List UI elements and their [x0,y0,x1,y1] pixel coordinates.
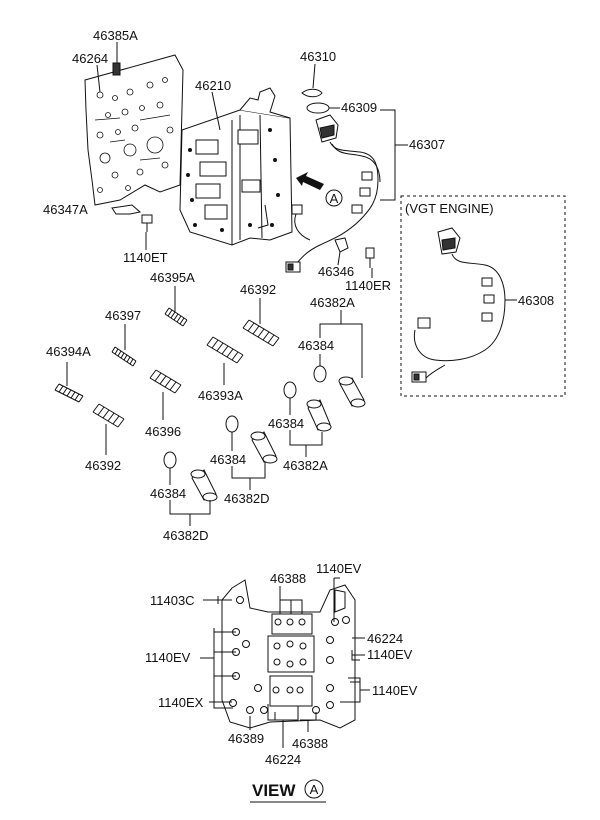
label-46388-top: 46388 [270,571,306,586]
separator-plate-46264 [84,54,184,206]
label-46307: 46307 [409,137,445,152]
view-a-arrow: A [296,172,343,207]
spring-46396 [149,369,182,420]
label-46396: 46396 [145,424,181,439]
label-46392-bottom: 46392 [85,458,121,473]
label-vgt-engine: (VGT ENGINE) [405,201,494,216]
label-46224-bottom: 46224 [265,752,301,767]
label-46384-a: 46384 [298,338,334,353]
label-46384-d: 46384 [150,486,186,501]
label-46347A: 46347A [43,202,88,217]
label-46389: 46389 [228,731,264,746]
label-1140EV-right: 1140EV [367,647,413,662]
sleeve-46382D-bot [190,469,218,502]
label-46395A: 46395A [150,270,195,285]
label-46388-bottom: 46388 [292,736,328,751]
view-a-caption: VIEW A [250,779,326,803]
wiring-harness-46308 [411,227,506,383]
label-11403C: 11403C [150,593,195,608]
label-1140EV-right2: 1140EV [372,683,418,698]
vgt-engine-box [400,195,566,397]
part-labels: 46385A 46264 46210 46310 46309 46307 463… [43,28,554,767]
view-a-leaders [200,577,370,748]
label-46392-top: 46392 [240,282,276,297]
ring-46384-d [163,451,177,485]
label-46309: 46309 [341,100,377,115]
view-label: VIEW [252,781,296,800]
clip-46346 [334,237,349,266]
label-46382D-bottom: 46382D [163,528,209,543]
label-46224-right: 46224 [367,631,403,646]
label-46310: 46310 [300,49,336,64]
spring-46394A [54,362,84,403]
label-46384-c: 46384 [210,452,246,467]
wiring-harness-46307 [285,114,381,273]
label-46382A-top: 46382A [310,295,355,310]
label-1140ER: 1140ER [345,278,391,293]
label-46393A: 46393A [198,388,243,403]
circle-a-label: A [330,191,339,206]
label-1140EX: 1140EX [158,695,204,710]
spring-46397 [111,324,137,367]
valve-body-46210 [179,87,293,246]
part-46385A [112,42,121,76]
label-46308: 46308 [518,293,554,308]
label-46346: 46346 [318,264,354,279]
part-46310 [301,63,323,98]
label-46264: 46264 [72,51,108,66]
bolt-1140ER [365,247,375,278]
label-46397: 46397 [105,308,141,323]
ring-46384-a [313,354,327,383]
label-46384-b: 46384 [268,416,304,431]
label-46385A: 46385A [93,28,138,43]
bolt-1140ET [141,214,153,250]
label-46382D-mid: 46382D [224,491,270,506]
view-circle-a-label: A [310,782,319,797]
spring-46395A [164,286,188,327]
part-46309 [306,102,340,114]
bracket-46347A [111,204,142,215]
ring-46384-c [225,415,239,451]
spring-46392-top [242,298,280,347]
sleeve-46382A-mid [306,399,332,432]
label-1140EV-left: 1140EV [145,650,191,665]
label-46210: 46210 [195,78,231,93]
sleeve-46382D-mid [250,431,278,464]
label-1140ET: 1140ET [123,250,168,265]
label-46394A: 46394A [46,344,91,359]
sleeve-46382A-top [338,376,366,408]
view-a-valve-body [221,579,356,729]
label-46382A-mid: 46382A [283,458,328,473]
spring-46393A [206,336,244,385]
ring-46384-b [283,381,297,415]
spring-46392-bottom [92,403,125,455]
label-1140EV-top: 1140EV [316,561,362,576]
